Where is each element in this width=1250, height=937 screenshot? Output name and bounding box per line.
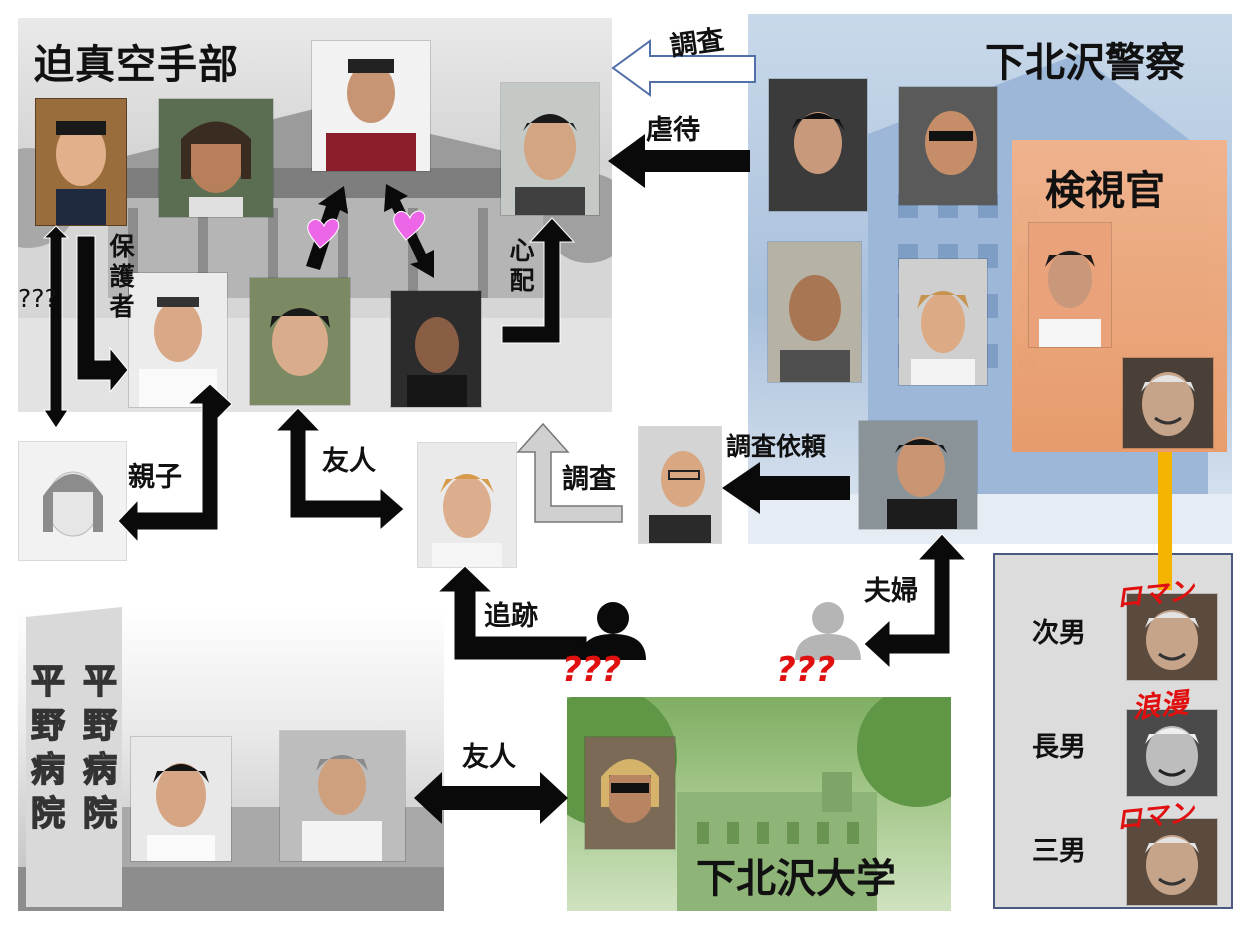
unknown-person-icon [580, 602, 646, 660]
unknown-right-label: ??? [776, 650, 836, 690]
parent-child-arrow [117, 383, 233, 544]
police-officer-photo [768, 78, 868, 212]
karate-member-photo [390, 290, 482, 408]
brother-tag: 浪漫 [1130, 686, 1190, 725]
blonde-man-photo [417, 442, 517, 568]
doctor-photo [279, 730, 406, 862]
chase-arrow [436, 565, 588, 661]
client-man-photo [858, 420, 978, 530]
connector-bar [1158, 452, 1172, 590]
karate-member-photo [35, 98, 127, 226]
unknown-vertical-label: ??? [18, 284, 58, 313]
abuse-arrow [608, 134, 750, 188]
friend-left-arrow [274, 407, 405, 532]
karate-member-photo [249, 277, 351, 406]
hospital-patient-photo [130, 736, 232, 862]
worry-label: 心配 [509, 236, 535, 295]
worry-arrow [501, 217, 576, 344]
chase-label: 追跡 [484, 601, 538, 632]
university-title: 下北沢大学 [696, 856, 896, 902]
university-person-photo [584, 736, 676, 850]
abuse-label: 虐待 [646, 115, 700, 146]
old-man-photo [1122, 357, 1214, 449]
brother-label: 三男 [1032, 836, 1086, 867]
investigation-request-arrow [722, 462, 850, 514]
friend-bottom-label: 友人 [462, 742, 516, 773]
police-officer-photo [767, 241, 862, 383]
brother-label: 長男 [1032, 732, 1086, 763]
police-title: 下北沢警察 [985, 40, 1185, 86]
karate-member-photo [158, 98, 274, 218]
phone-detective-photo [638, 426, 722, 544]
brother-photo [1126, 818, 1218, 906]
examiner-title: 検視官 [1045, 168, 1165, 214]
heart-icon [307, 218, 340, 249]
hospital-sign-left: 平野病院 [30, 661, 66, 835]
spouse-label: 夫婦 [864, 576, 918, 607]
investigation-request-label: 調査依頼 [726, 432, 827, 461]
unknown-person-icon-gray [795, 602, 861, 660]
unknown-left-label: ??? [562, 650, 622, 690]
guardian-label: 保護者 [109, 232, 135, 321]
parent-child-label: 親子 [128, 462, 182, 493]
police-officer-photo [898, 86, 998, 206]
unknown-double-arrow [42, 225, 70, 429]
brother-photo [1126, 593, 1218, 681]
examiner-photo [1028, 222, 1112, 348]
karate-club-title: 迫真空手部 [34, 42, 239, 88]
investigate-mid-arrow [516, 422, 623, 523]
hospital-sign-right: 平野病院 [82, 661, 118, 835]
karate-member-photo [500, 82, 600, 216]
investigate-mid-label: 調査 [562, 464, 616, 495]
spouse-arrow [863, 533, 968, 670]
friend-bottom-arrow [414, 772, 568, 824]
brother-photo [1126, 709, 1218, 797]
investigate-top-label: 調査 [668, 24, 726, 63]
heart-icon [393, 210, 426, 241]
brother-label: 次男 [1032, 618, 1086, 649]
guardian-arrow [76, 235, 129, 394]
karate-member-photo [311, 40, 431, 172]
mother-photo [18, 441, 127, 561]
friend-left-label: 友人 [322, 446, 376, 477]
police-officer-photo [898, 258, 988, 386]
investigate-top-arrow [611, 39, 756, 97]
